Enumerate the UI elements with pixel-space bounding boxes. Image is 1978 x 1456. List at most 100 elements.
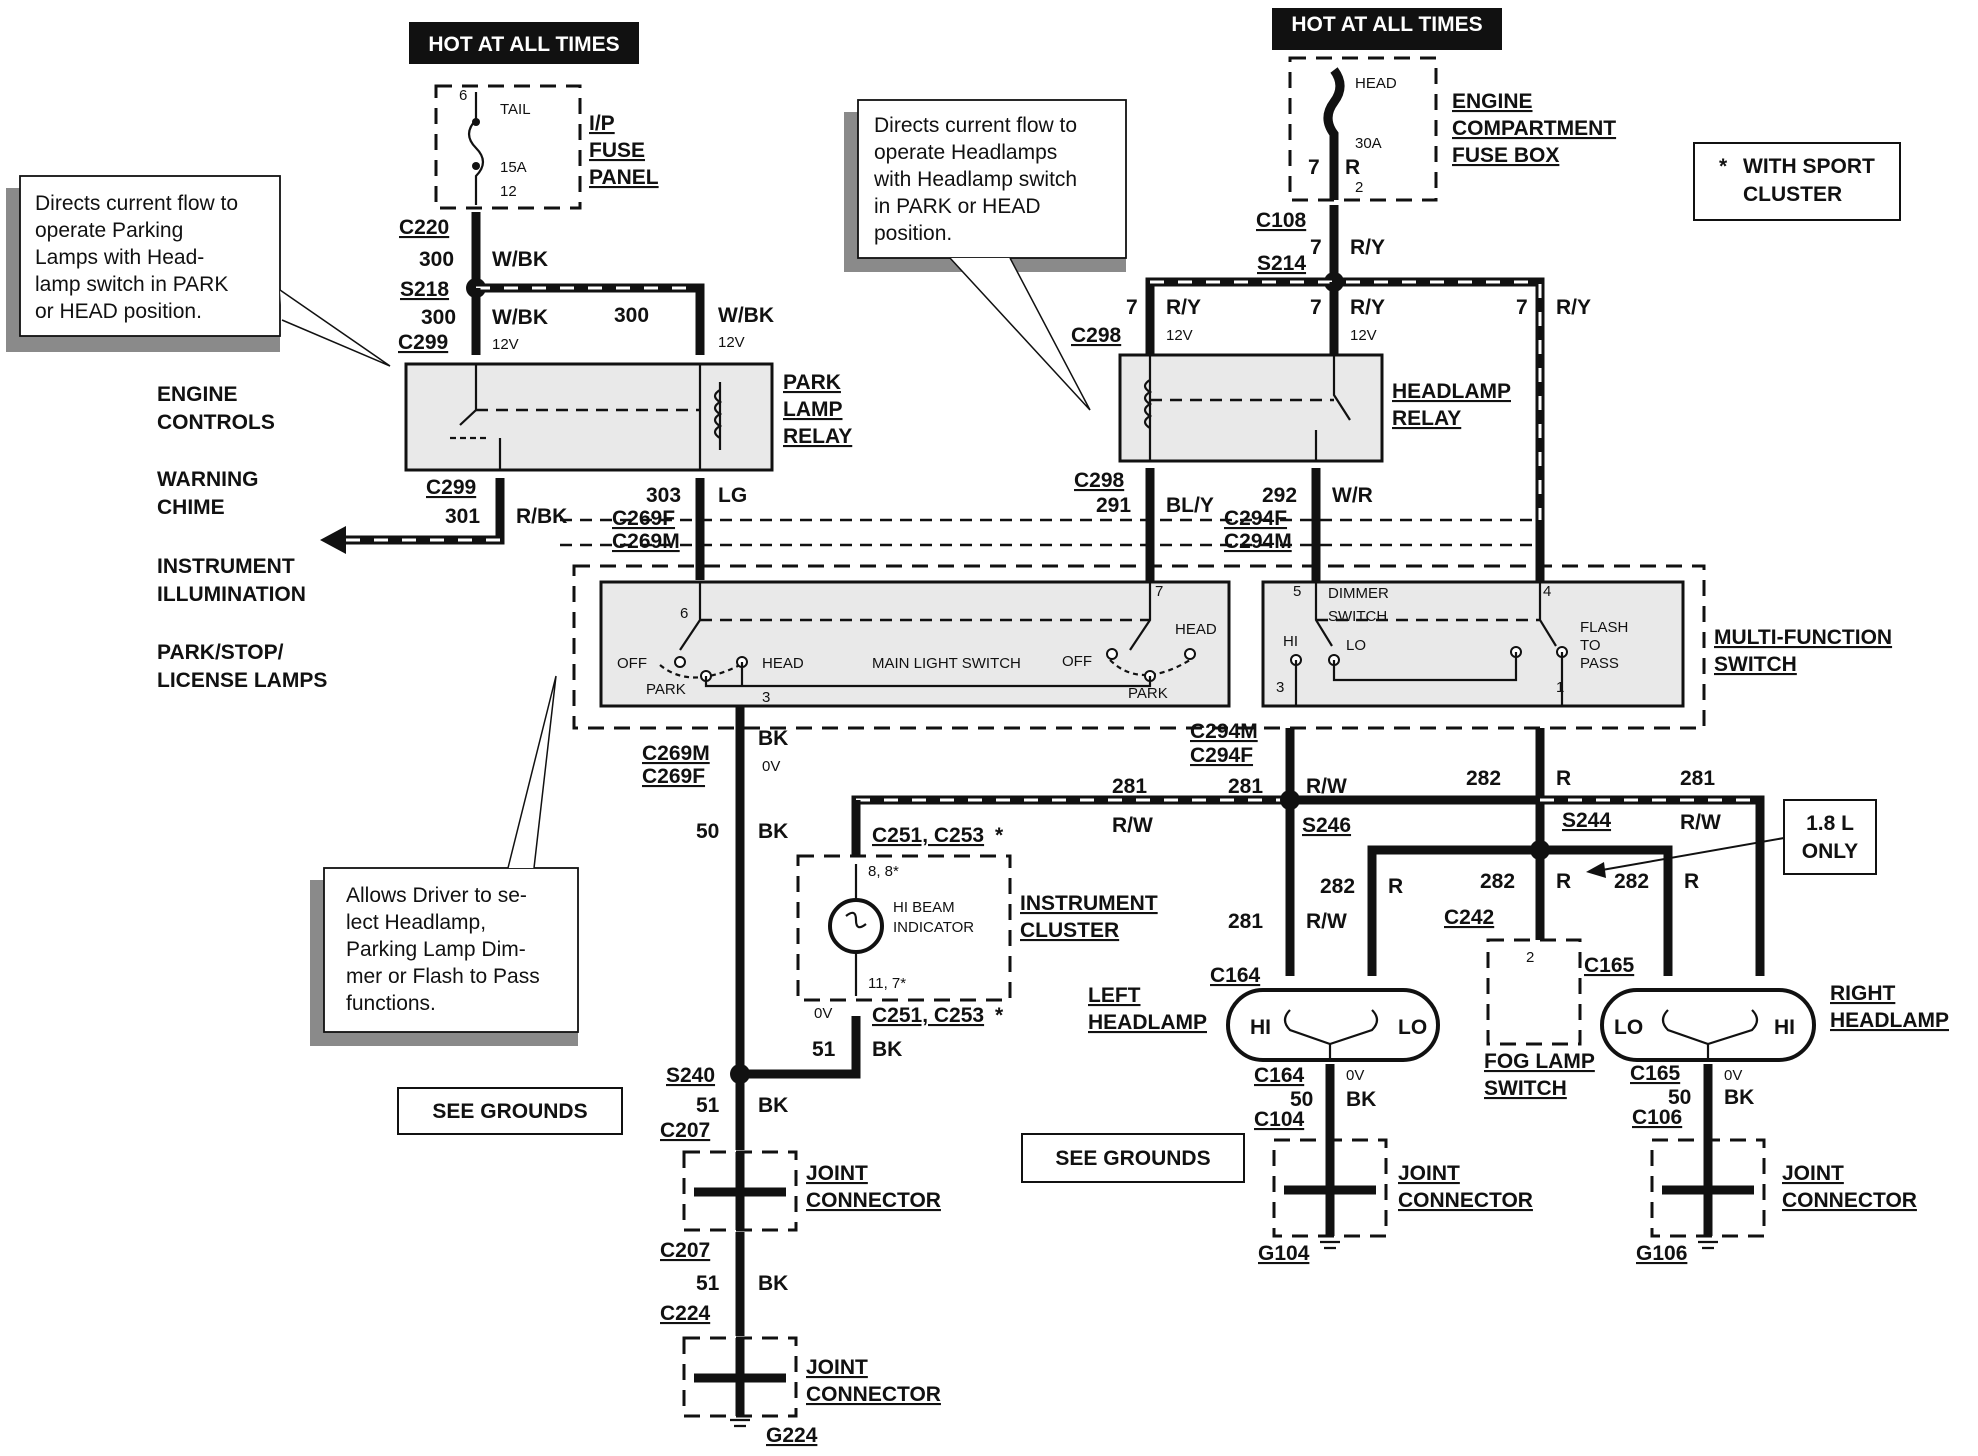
instrument-cluster-label-1: INSTRUMENT xyxy=(1020,892,1158,915)
dimmer-switch-label: SWITCH xyxy=(1328,608,1387,625)
ip-fuse-pin-top: 6 xyxy=(459,87,467,104)
hi-beam-label-2: INDICATOR xyxy=(893,919,974,936)
callout-pointer xyxy=(1601,837,1785,871)
connector-c294m: C294M xyxy=(1190,720,1258,743)
fog-switch-pin: 2 xyxy=(1526,949,1534,966)
callout-driver-line-4: mer or Flash to Pass xyxy=(346,965,540,988)
arrow-left-icon xyxy=(1586,862,1606,878)
callout-pointer xyxy=(279,289,391,367)
wire-label-rw: R/W xyxy=(1112,814,1153,837)
connector-c220: C220 xyxy=(399,216,449,239)
fuse-dot-icon xyxy=(472,118,480,126)
wire-label-bly: BL/Y xyxy=(1166,494,1214,517)
joint-connector-cross-icon xyxy=(1662,1140,1754,1236)
connector-c294m: C294M xyxy=(1224,530,1292,553)
wire-label-281: 281 xyxy=(1228,775,1263,798)
switch-arc xyxy=(659,664,741,679)
dimmer-label: DIMMER xyxy=(1328,585,1389,602)
connector-c294f: C294F xyxy=(1224,507,1287,530)
dimmer-lo: LO xyxy=(1346,637,1366,654)
callout-1-8l xyxy=(1783,799,1877,875)
connector-c299: C299 xyxy=(426,476,476,499)
park-lamp-relay-label-1: PARK xyxy=(783,371,841,394)
joint-connector-label-1: JOINT xyxy=(806,1162,868,1185)
callout-parking xyxy=(19,175,281,337)
hot-at-all-times-right: HOT AT ALL TIMES xyxy=(1291,13,1482,36)
callout-driver-line-2: lect Headlamp, xyxy=(346,911,486,934)
cluster-pins-top: 8, 8* xyxy=(868,863,899,880)
ground-icon xyxy=(730,1418,750,1428)
fog-lamp-switch-box xyxy=(1486,938,1582,1046)
wire-label-281: 281 xyxy=(1228,910,1263,933)
callout-parking-line-1: Directs current flow to xyxy=(35,192,238,215)
splice-label-s244: S244 xyxy=(1562,809,1611,832)
callout-driver xyxy=(323,867,579,1033)
left-headlamp-hi: HI xyxy=(1250,1016,1271,1039)
multi-function-switch-label-1: MULTI-FUNCTION xyxy=(1714,626,1892,649)
wire-label-rw: R/W xyxy=(1680,811,1721,834)
callout-parking-line-4: lamp switch in PARK xyxy=(35,273,228,296)
multi-function-switch-outline xyxy=(572,564,1706,730)
connector-c269f: C269F xyxy=(642,765,705,788)
label-instrument-illumination-2: ILLUMINATION xyxy=(157,583,306,606)
park-lamp-relay-label-2: LAMP xyxy=(783,398,843,421)
callout-headlamps-line-3: with Headlamp switch xyxy=(873,168,1077,191)
joint-connector-cross-icon xyxy=(694,1338,786,1416)
wire-281-rw-right xyxy=(1540,795,1765,976)
joint-connector-label-2: CONNECTOR xyxy=(806,1383,941,1406)
wire-label-lg: LG xyxy=(718,484,747,507)
wire-51-bk-cluster xyxy=(740,1016,861,1079)
ground-icon xyxy=(1698,1240,1718,1250)
joint-connector-label-2: CONNECTOR xyxy=(1398,1189,1533,1212)
splice-label-s240: S240 xyxy=(666,1064,715,1087)
joint-connector-label-1: JOINT xyxy=(1782,1162,1844,1185)
wire-label-wbk: W/BK xyxy=(718,304,774,327)
wire-282-r-lo xyxy=(1367,845,1673,976)
left-headlamp-label-2: HEADLAMP xyxy=(1088,1011,1207,1034)
wire-label-r: R xyxy=(1556,767,1571,790)
joint-connector-cross-icon xyxy=(1284,1140,1376,1236)
wire-label-wbk: W/BK xyxy=(492,306,548,329)
voltage-0v: 0V xyxy=(1346,1067,1364,1084)
relay-contact xyxy=(1332,355,1351,421)
right-headlamp-label-2: HEADLAMP xyxy=(1830,1009,1949,1032)
connector-c164: C164 xyxy=(1254,1064,1305,1087)
wire-label-r: R xyxy=(1388,875,1403,898)
connector-c165: C165 xyxy=(1584,954,1635,977)
right-headlamp-label-1: RIGHT xyxy=(1830,982,1896,1005)
wire-label-ry: R/Y xyxy=(1166,296,1201,319)
lamp-filament-icon xyxy=(845,911,867,929)
callout-headlamps-line-4: in PARK or HEAD xyxy=(874,195,1041,218)
joint-connector-cross-icon xyxy=(694,1152,786,1230)
wire-label-wr: W/R xyxy=(1332,484,1373,507)
wire-label-bk: BK xyxy=(1724,1086,1754,1109)
callout-1-8l-line-2: ONLY xyxy=(1802,840,1858,863)
wire-label-50: 50 xyxy=(696,820,719,843)
connector-c164: C164 xyxy=(1210,964,1261,987)
right-headlamp-hi: HI xyxy=(1774,1016,1795,1039)
label-warning-chime-2: CHIME xyxy=(157,496,225,519)
engine-fuse-pin-bottom: 2 xyxy=(1355,179,1363,196)
switch-off: OFF xyxy=(1062,653,1092,670)
pin-label-3: 3 xyxy=(1276,679,1284,696)
coil-icon xyxy=(713,389,723,439)
multi-function-switch-label-2: SWITCH xyxy=(1714,653,1797,676)
park-lamp-relay-label-3: RELAY xyxy=(783,425,852,448)
voltage-0v: 0V xyxy=(814,1005,832,1022)
arrow-left-icon xyxy=(320,526,346,554)
voltage-12v: 12V xyxy=(718,334,745,351)
splice-label-s218: S218 xyxy=(400,278,449,301)
pin-label-5: 5 xyxy=(1293,583,1301,600)
engine-fuse-box-label-1: ENGINE xyxy=(1452,90,1533,113)
wire-label-300: 300 xyxy=(421,306,456,329)
engine-fuse-rating: 30A xyxy=(1355,135,1382,152)
engine-fuse-box xyxy=(1288,56,1438,202)
voltage-12v: 12V xyxy=(1350,327,1377,344)
callout-parking-line-3: Lamps with Head- xyxy=(35,246,204,269)
coil-icon xyxy=(1143,379,1153,429)
left-headlamp-label-1: LEFT xyxy=(1088,984,1141,1007)
connector-c108: C108 xyxy=(1256,209,1307,232)
contact-head-icon xyxy=(1184,648,1196,660)
label-park-stop-license-2: LICENSE LAMPS xyxy=(157,669,327,692)
legend-box xyxy=(1693,142,1901,221)
